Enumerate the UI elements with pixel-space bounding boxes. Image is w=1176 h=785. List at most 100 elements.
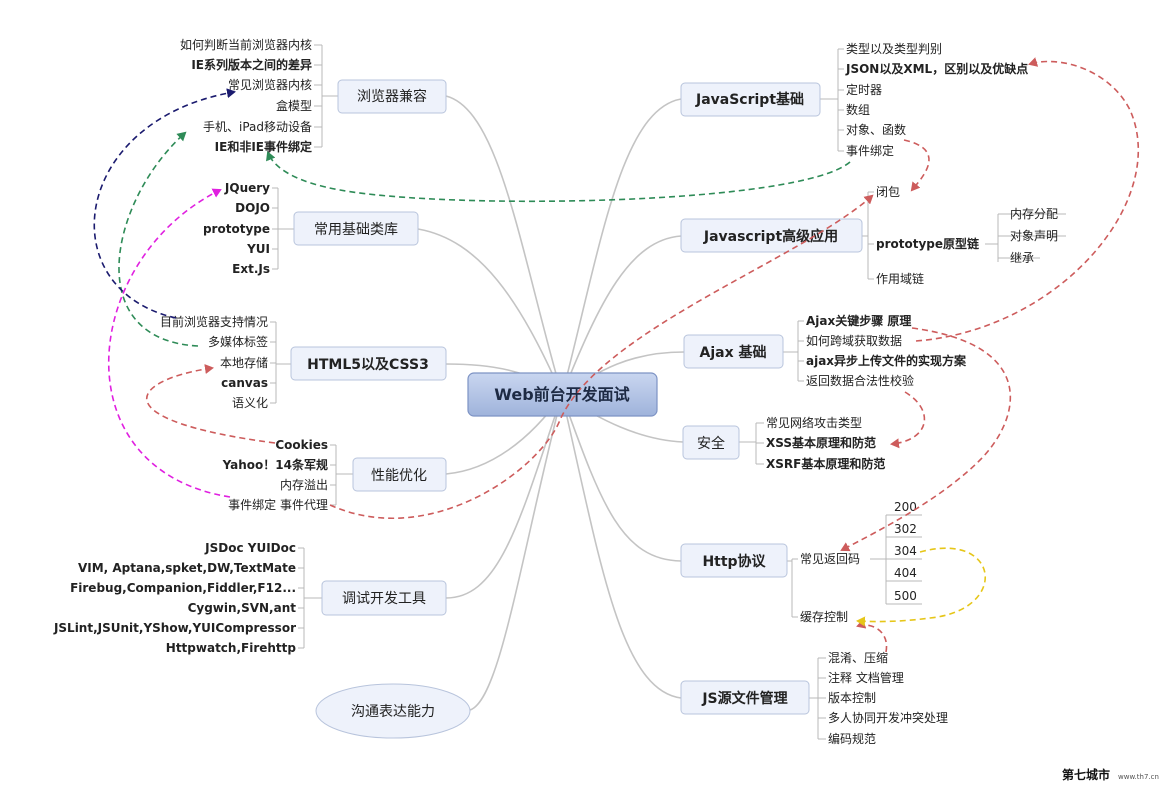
leaf-item: 事件绑定 事件代理 [228,497,328,512]
node-security[interactable]: 安全 [682,425,740,460]
node-http-label: Http协议 [702,553,766,570]
leaf-item: 内存溢出 [280,478,328,492]
leaf-item: 常见网络攻击类型 [766,415,862,430]
watermark-sub: www.th7.cn [1118,773,1159,781]
arrow-red-jsonp [915,57,1140,342]
leaf-item: Cookies [275,438,328,452]
node-jsbasic-label: JavaScript基础 [695,91,804,108]
arrow-green-media [118,131,199,347]
node-security-label: 安全 [697,435,725,452]
node-ajax[interactable]: Ajax 基础 [683,334,784,369]
leaves-browser: 如何判断当前浏览器内核 IE系列版本之间的差异 常见浏览器内核 盒模型 手机、i… [180,37,312,154]
leaf-item: 版本控制 [828,691,876,705]
leaf-item: 返回数据合法性校验 [806,373,914,388]
node-libs-label: 常用基础类库 [314,221,398,238]
node-jsfile-label: JS源文件管理 [701,690,787,707]
leaf-item: ajax异步上传文件的实现方案 [806,353,967,368]
node-jsadv-label: Javascript高级应用 [703,228,838,245]
node-jsfile[interactable]: JS源文件管理 [680,680,810,715]
leaf-item: 作用域链 [876,271,924,286]
leaf-item: 编码规范 [828,731,876,746]
leaf-code: 500 [894,589,917,603]
leaf-item: 常见返回码 [800,552,860,566]
leaf-item: 闭包 [876,185,900,199]
leaf-item: DOJO [235,201,270,215]
node-html5-label: HTML5以及CSS3 [307,357,429,373]
arrow-red-closure [329,194,874,519]
watermark: 第七城市 www.th7.cn [1062,767,1159,782]
leaf-item: 定时器 [846,82,882,97]
arrow-navy-support [93,88,236,319]
node-ajax-box [683,334,784,369]
leaf-subitem: 对象声明 [1010,229,1058,243]
leaf-item: 盒模型 [276,98,312,113]
leaf-item: 常见浏览器内核 [228,77,312,92]
node-jsadv[interactable]: Javascript高级应用 [680,218,863,253]
leaf-item: 本地存储 [220,355,268,370]
node-debug-label: 调试开发工具 [342,591,426,607]
leaves-jsfile: 混淆、压缩 注释 文档管理 版本控制 多人协同开发冲突处理 编码规范 [828,650,948,746]
node-perf-label: 性能优化 [371,468,427,484]
node-debug[interactable]: 调试开发工具 [321,580,447,616]
leaf-item: IE系列版本之间的差异 [191,57,312,72]
relationship-arrows [93,57,1140,653]
node-libs-box [293,211,419,246]
node-comm[interactable]: 沟通表达能力 [315,683,471,739]
leaf-item: 手机、iPad移动设备 [203,120,312,134]
leaf-item: JSLint,JSUnit,YShow,YUICompressor [53,621,296,635]
node-debug-box [321,580,447,616]
node-http[interactable]: Http协议 [680,543,788,578]
leaf-item: XSS基本原理和防范 [766,435,876,450]
node-browser-label: 浏览器兼容 [357,88,427,105]
leaf-item: 语义化 [232,396,268,410]
leaf-connectors [270,44,1066,740]
leaf-item: canvas [221,376,268,390]
leaf-code: 404 [894,566,917,580]
node-perf[interactable]: 性能优化 [352,457,447,492]
leaf-item: XSRF基本原理和防范 [766,456,885,471]
center-node-label: Web前台开发面试 [494,385,629,404]
leaves-security: 常见网络攻击类型 XSS基本原理和防范 XSRF基本原理和防范 [766,415,885,471]
leaf-item: Httpwatch,Firehttp [166,641,297,655]
node-html5[interactable]: HTML5以及CSS3 [290,346,447,381]
leaf-code: 200 [894,500,917,514]
node-libs[interactable]: 常用基础类库 [293,211,419,246]
main-branches [417,95,685,711]
leaf-item: JSON以及XML，区别以及优缺点 [845,61,1028,76]
node-jsbasic-box [680,82,821,117]
node-jsbasic[interactable]: JavaScript基础 [680,82,821,117]
leaf-item: 类型以及类型判别 [846,42,942,56]
leaves-libs: JQuery DOJO prototype YUI Ext.Js [203,181,270,276]
leaf-code: 304 [894,544,917,558]
node-browser[interactable]: 浏览器兼容 [337,79,447,114]
arrow-red-status [840,327,1012,552]
node-comm-label: 沟通表达能力 [351,704,435,720]
leaf-item: 数组 [846,102,870,117]
leaf-item: 目前浏览器支持情况 [160,314,268,329]
node-html5-box [290,346,447,381]
leaf-item: 缓存控制 [800,610,848,624]
node-browser-box [337,79,447,114]
node-jsfile-box [680,680,810,715]
leaves-http: 常见返回码 缓存控制 200 302 304 404 500 [800,500,917,624]
arrow-red-xss [890,391,926,449]
leaves-jsadv: 闭包 prototype原型链 作用域链 内存分配 对象声明 继承 [876,185,1058,286]
leaves-html5: 目前浏览器支持情况 多媒体标签 本地存储 canvas 语义化 [160,314,268,410]
leaf-item: prototype [203,222,270,236]
node-perf-box [352,457,447,492]
node-comm-box [315,683,471,739]
leaf-item: IE和非IE事件绑定 [215,139,312,154]
leaf-item: 如何跨域获取数据 [806,333,902,348]
leaf-item: 多媒体标签 [208,334,268,349]
node-http-box [680,543,788,578]
center-node[interactable]: Web前台开发面试 [467,372,658,417]
leaf-item: YUI [246,242,270,256]
leaf-item: Cygwin,SVN,ant [188,601,297,615]
node-jsadv-box [680,218,863,253]
leaves-perf: Cookies Yahoo！14条军规 内存溢出 事件绑定 事件代理 [222,438,328,512]
node-ajax-label: Ajax 基础 [700,344,767,361]
arrow-magenta-jquery [107,188,231,498]
leaf-code: 302 [894,522,917,536]
leaf-item: Firebug,Companion,Fiddler,F12... [70,581,296,595]
